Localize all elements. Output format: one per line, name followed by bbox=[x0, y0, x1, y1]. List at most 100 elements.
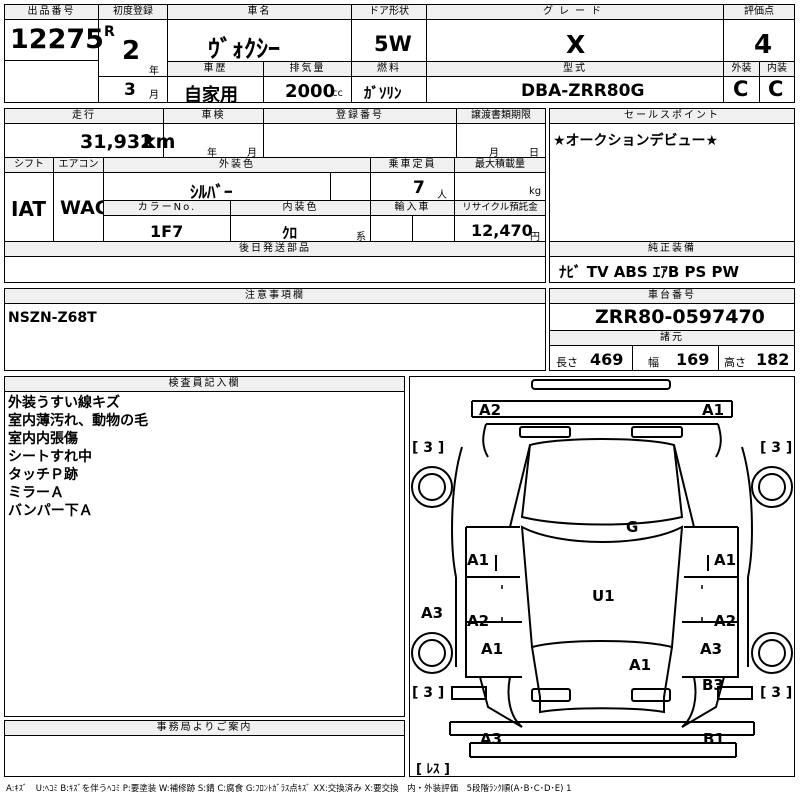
note-line: シートすれ中 bbox=[8, 449, 92, 465]
ext-score: C bbox=[733, 77, 749, 101]
displacement-unit: cc bbox=[332, 88, 343, 99]
score-value: 4 bbox=[754, 30, 773, 60]
width-label: 幅 bbox=[648, 356, 659, 369]
tire-fr: [ 3 ] bbox=[760, 440, 793, 456]
mark-rear-door-r: A2 bbox=[714, 612, 737, 630]
inspector-section bbox=[4, 376, 405, 717]
height-label: 高さ bbox=[724, 356, 746, 369]
grade-value: X bbox=[566, 30, 586, 59]
office-label: 事務局よりご案内 bbox=[5, 721, 404, 736]
mark-rear-fender-l: A1 bbox=[481, 640, 504, 658]
transfer-label: 譲渡書類期限 bbox=[457, 109, 545, 124]
mileage-label: 走行 bbox=[5, 109, 163, 124]
aircon-label: エアコン bbox=[54, 158, 103, 173]
note-line: 室内内張傷 bbox=[8, 431, 78, 447]
int-score: C bbox=[768, 77, 784, 101]
office-section bbox=[4, 720, 405, 777]
inspector-label: 検査員記入欄 bbox=[5, 377, 404, 392]
detail-section bbox=[4, 108, 546, 283]
inspector-notes: 外装うすい線キズ 室内薄汚れ、動物の毛 室内内張傷 シートすれ中 タッチＰ跡 ミ… bbox=[8, 394, 148, 520]
ext-score-label: 外装 bbox=[724, 62, 759, 77]
grade-label: グレード bbox=[427, 5, 723, 20]
capacity-value: 7 bbox=[413, 178, 425, 198]
caution-section bbox=[4, 288, 546, 371]
history-value: 自家用 bbox=[184, 85, 238, 106]
width-value: 169 bbox=[676, 350, 710, 369]
equipment-value: ﾅﾋﾞ TV ABS ｴｱB PS PW bbox=[559, 263, 740, 281]
length-label: 長さ bbox=[556, 356, 578, 369]
mark-rear-fender-r: A3 bbox=[700, 640, 723, 658]
sales-point-section bbox=[549, 108, 795, 283]
mileage-unit: km bbox=[143, 131, 176, 153]
legend: A:ｷｽﾞ U:ﾍｺﾐ B:ｷｽﾞを伴うﾍｺﾐ P:要塗装 W:補修跡 S:錆 … bbox=[6, 784, 572, 794]
chassis-label: 車台番号 bbox=[550, 289, 794, 304]
recycle-label: リサイクル預託金 bbox=[455, 201, 545, 216]
fuel-label: 燃料 bbox=[352, 62, 426, 77]
mark-front-bumper-l: A2 bbox=[479, 401, 502, 419]
chassis-value: ZRR80-0597470 bbox=[595, 306, 765, 328]
month-unit: 月 bbox=[149, 90, 159, 101]
mark-windshield: G bbox=[626, 518, 639, 536]
car-outline bbox=[411, 379, 793, 758]
equipment-label: 純正装備 bbox=[550, 242, 794, 257]
spare-tire: [ ﾚｽ ] bbox=[416, 762, 450, 777]
recycle-value: 12,470 bbox=[471, 221, 533, 240]
car-diagram bbox=[409, 376, 795, 777]
recycle-unit: 円 bbox=[530, 232, 540, 243]
model-label: 型式 bbox=[427, 62, 723, 77]
mark-rear-roof: A1 bbox=[629, 656, 652, 674]
color-no-value: 1F7 bbox=[150, 222, 184, 241]
tire-fl: [ 3 ] bbox=[412, 440, 445, 456]
sales-point-label: セールスポイント bbox=[550, 109, 794, 124]
caution-value: NSZN-Z68T bbox=[8, 310, 97, 326]
mark-rear-bumper-lo-l: A3 bbox=[480, 730, 503, 748]
tire-rr: [ 3 ] bbox=[760, 685, 793, 701]
lot-label: 出品番号 bbox=[5, 5, 98, 20]
era: R bbox=[104, 24, 115, 40]
max-load-unit: kg bbox=[529, 186, 542, 197]
inspection-month: 月 bbox=[247, 148, 257, 159]
caution-label: 注意事項欄 bbox=[5, 289, 545, 304]
aircon-value: WAC bbox=[60, 197, 109, 219]
ext-color-value: ｼﾙﾊﾞｰ bbox=[190, 183, 233, 203]
int-score-label: 内装 bbox=[760, 62, 794, 77]
score-label: 評価点 bbox=[724, 5, 794, 20]
mark-roof: U1 bbox=[592, 587, 615, 605]
first-reg-month: 3 bbox=[124, 80, 136, 100]
inspection-label: 車検 bbox=[164, 109, 263, 124]
note-line: バンパー下Ａ bbox=[8, 503, 93, 519]
import-label: 輸入車 bbox=[371, 201, 454, 216]
first-reg-label: 初度登録 bbox=[99, 5, 167, 20]
mileage-value: 31,932 bbox=[80, 131, 154, 153]
mark-rear-bumper-lo-r: B1 bbox=[703, 730, 725, 748]
length-value: 469 bbox=[590, 350, 624, 369]
door-type: 5W bbox=[374, 32, 412, 56]
mark-rear-door-l: A2 bbox=[467, 612, 490, 630]
transfer-day: 日 bbox=[529, 148, 539, 159]
int-color-label: 内装色 bbox=[231, 201, 370, 216]
parts-later-label: 後日発送部品 bbox=[5, 242, 545, 257]
mark-fender-l: A3 bbox=[421, 604, 444, 622]
height-value: 182 bbox=[756, 350, 790, 369]
note-line: 室内薄汚れ、動物の毛 bbox=[8, 413, 149, 429]
year-unit: 年 bbox=[149, 66, 159, 77]
mark-front-door-l: A1 bbox=[467, 551, 490, 569]
note-line: タッチＰ跡 bbox=[8, 467, 78, 483]
int-color-unit: 系 bbox=[356, 232, 366, 243]
tire-rl: [ 3 ] bbox=[412, 685, 445, 701]
mark-front-bumper-r: A1 bbox=[702, 401, 725, 419]
specs-label: 諸元 bbox=[550, 331, 794, 346]
capacity-unit: 人 bbox=[437, 190, 447, 201]
transfer-month: 月 bbox=[489, 148, 499, 159]
displacement-value: 2000 bbox=[285, 81, 336, 102]
car-name: ｳﾞｫｸｼｰ bbox=[208, 35, 280, 63]
door-label: ドア形状 bbox=[352, 5, 426, 20]
displacement-label: 排気量 bbox=[264, 62, 351, 77]
shift-label: シフト bbox=[5, 158, 53, 173]
color-no-label: カラーNo. bbox=[104, 201, 230, 216]
reg-no-label: 登録番号 bbox=[264, 109, 456, 124]
fuel-value: ｶﾞｿﾘﾝ bbox=[364, 84, 402, 102]
chassis-section bbox=[549, 288, 795, 371]
mark-rear-bumper-r: B3 bbox=[702, 676, 724, 694]
note-line: ミラーＡ bbox=[8, 485, 64, 501]
